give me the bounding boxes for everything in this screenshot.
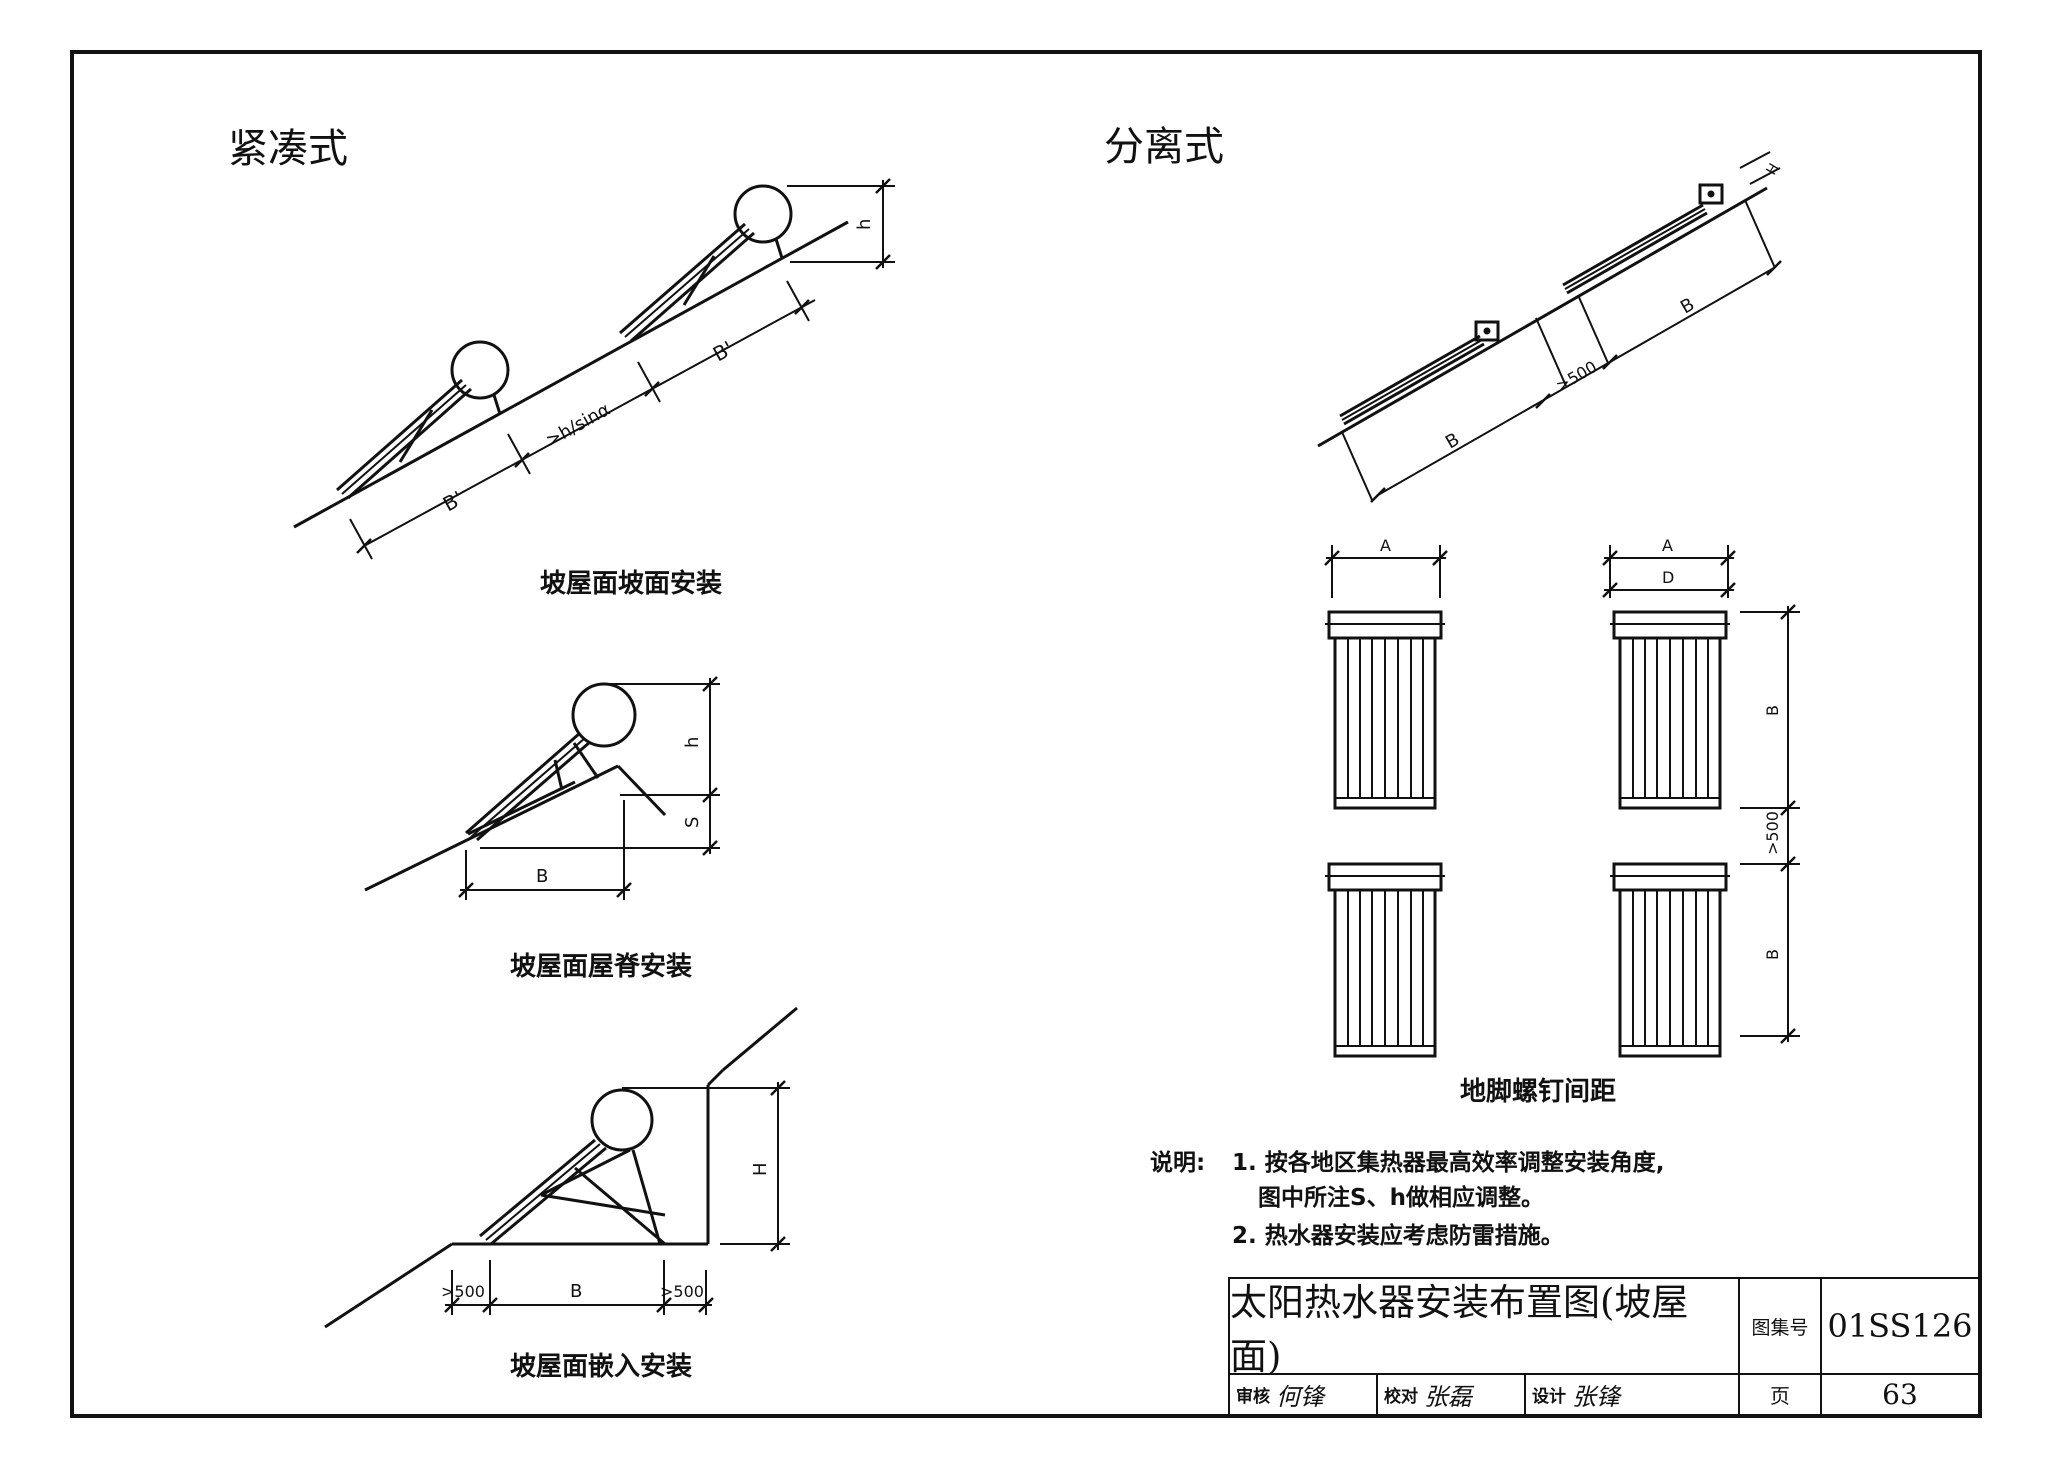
dim-gt500-left: >500	[441, 1282, 485, 1301]
slope-install-drawing: B' >h/sinα B' h	[293, 177, 895, 560]
dim-b-prime-2: B'	[709, 336, 737, 366]
dim-b-plan-2: B	[1763, 949, 1782, 960]
collector-plan-bottom-left	[1325, 862, 1445, 1058]
dim-b-prime-1: B'	[439, 486, 467, 516]
dim-h-sin: >h/sinα	[542, 399, 614, 451]
dim-b-sep-2: B	[1677, 294, 1698, 318]
caption-embedded-install: 坡屋面嵌入安装	[510, 1351, 692, 1382]
dim-b-ridge: B	[536, 866, 548, 887]
atlas-code: 01SS126	[1820, 1277, 1980, 1375]
dim-a-right: A	[1662, 536, 1673, 555]
dim-gt500-sep: >500	[1553, 357, 1601, 395]
caption-anchor-spacing: 地脚螺钉间距	[1460, 1077, 1616, 1107]
dim-a-left: A	[1380, 536, 1391, 555]
note-1: 1. 按各地区集热器最高效率调整安装角度,	[1232, 1149, 1665, 1176]
design-label: 设计	[1532, 1387, 1566, 1407]
notes: 说明: 1. 按各地区集热器最高效率调整安装角度, 图中所注S、h做相应调整。 …	[1150, 1149, 1665, 1249]
dim-b-embedded: B	[570, 1281, 582, 1302]
sig-divider	[1376, 1373, 1378, 1416]
review-signature: 何锋	[1276, 1383, 1324, 1411]
dim-gt500-right: >500	[660, 1282, 704, 1301]
sheet-border	[70, 50, 1982, 1418]
dim-s: S	[682, 817, 703, 828]
dim-d: D	[1662, 568, 1674, 587]
anchor-spacing-drawing: A A D	[1323, 536, 1800, 1058]
sig-divider	[1524, 1373, 1526, 1416]
page-number: 63	[1820, 1373, 1980, 1416]
collector-2	[1562, 183, 1724, 295]
design-signature: 张锋	[1572, 1383, 1620, 1411]
check-signature: 张磊	[1424, 1383, 1472, 1411]
note-2: 2. 热水器安装应考虑防雷措施。	[1232, 1222, 1564, 1249]
notes-heading: 说明:	[1150, 1149, 1205, 1176]
solar-heater-1	[336, 340, 510, 500]
dim-b-sep-1: B	[1442, 429, 1463, 453]
collector-plan-bottom-right	[1610, 862, 1730, 1058]
note-1b: 图中所注S、h做相应调整。	[1258, 1184, 1544, 1211]
review-label: 审核	[1236, 1387, 1270, 1407]
dim-h-2: h	[682, 737, 703, 748]
title-block: 太阳热水器安装布置图(坡屋面) 图集号 01SS126 审核 何锋 校对 张磊 …	[1228, 1277, 1980, 1416]
dim-b-plan-1: B	[1763, 705, 1782, 716]
dim-h-1: h	[854, 219, 875, 230]
atlas-label: 图集号	[1738, 1277, 1822, 1375]
collector-plan-top-right	[1610, 610, 1730, 810]
caption-slope-install: 坡屋面坡面安装	[540, 569, 722, 599]
solar-heater-2	[619, 184, 793, 343]
collector-1	[1339, 320, 1500, 426]
caption-ridge-install: 坡屋面屋脊安装	[510, 952, 692, 982]
ridge-install-drawing: h S B	[364, 675, 720, 900]
drawing-title: 太阳热水器安装布置图(坡屋面)	[1228, 1277, 1740, 1378]
dim-H: H	[750, 1162, 771, 1176]
dim-gt500-plan: >500	[1763, 811, 1782, 855]
embedded-install-drawing: H >500 B >500	[324, 1006, 798, 1329]
collector-plan-top-left	[1325, 610, 1445, 810]
separate-heading: 分离式	[1104, 124, 1224, 170]
compact-heading: 紧凑式	[228, 126, 348, 172]
separate-slope-drawing: B >500 B H	[1317, 151, 1783, 504]
page-label: 页	[1738, 1373, 1822, 1416]
check-label: 校对	[1384, 1387, 1418, 1407]
signature-row: 审核 何锋 校对 张磊 设计 张锋	[1228, 1373, 1740, 1416]
